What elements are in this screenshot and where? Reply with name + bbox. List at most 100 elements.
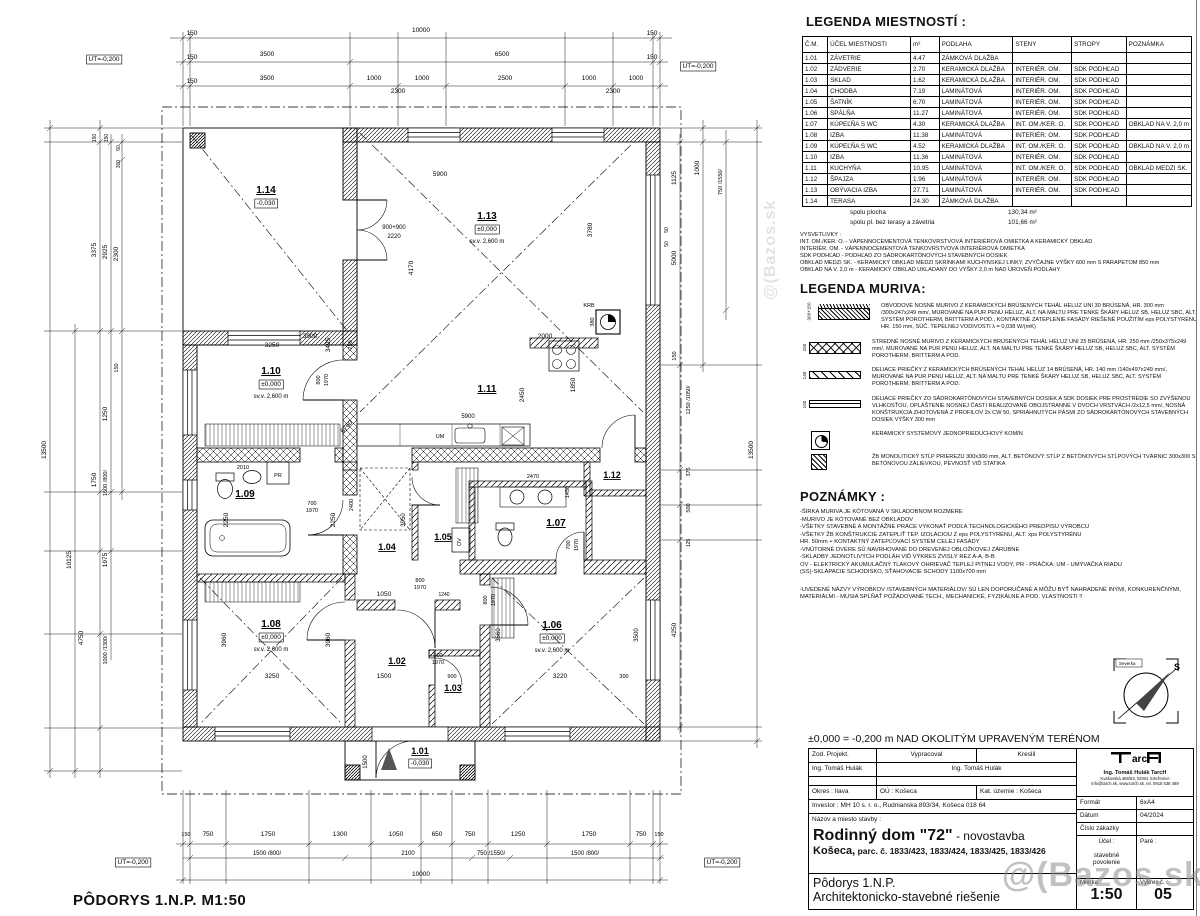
room-name: IZBA [827, 151, 912, 163]
dim-label: 750 [636, 831, 647, 838]
room-legend-title: LEGENDA MIESTNOSTÍ : [806, 14, 967, 29]
room-label-1-02: 1.02 [388, 656, 406, 666]
dim-label: 4170 [408, 260, 415, 275]
dim-label: sv.v. 2,600 m [470, 239, 505, 245]
dim-label: 1050 [377, 591, 392, 598]
dimension-lines [44, 32, 762, 884]
elevation-note: ±0,000 = -0,200 m NAD OKOLITÝM UPRAVENÝM… [808, 733, 1100, 745]
room-number: 1.09 [801, 140, 829, 152]
value-box [408, 758, 432, 769]
okres: Okres : Ilava [809, 786, 877, 799]
room-number: 1.04 [801, 85, 829, 97]
wall-symbol [809, 339, 865, 355]
order-number-label: Číslo zákazky [1077, 823, 1137, 835]
dim-label: 3950 [401, 513, 407, 527]
dim-label: 1250 /1050/ [686, 385, 692, 415]
note-line: -SKLADBY JEDNOTLIVÝCH PODLÁH VIĎ VÝKRES … [800, 554, 995, 561]
wall-legend-title: LEGENDA MURIVA: [800, 281, 926, 296]
room-floor: LAMINÁTOVÁ [938, 129, 1014, 141]
dim-label: 1250 [102, 406, 109, 421]
dim-label: 6500 [495, 51, 510, 58]
room-ceiling: SDK PODHĽAD [1071, 162, 1127, 174]
dim-label: 2300 [113, 246, 120, 261]
sheet-number-label: Výkres č. : [1140, 880, 1169, 886]
dim-label: 3960 [221, 632, 228, 647]
dim-label: sv.v. 2,600 m [254, 647, 289, 653]
dim-label: 150 [187, 78, 198, 85]
dim-label: 3250 [265, 342, 280, 349]
wall-description: ŽB MONOLITICKÝ STĹP PRIEREZU 300x300 mm,… [872, 454, 1196, 468]
interior-wall-250 [196, 344, 647, 575]
wall-legend-item: KERAMICKÝ SYSTÉMOVÝ JEDNOPRIEDUCHOVÝ KOM… [800, 431, 1198, 451]
company-logo: arc [1111, 752, 1161, 765]
col-header: ÚČEL MIESTNOSTI [827, 36, 912, 53]
room-area: 24.30 [910, 195, 940, 207]
dim-label: 1500 /800/ [253, 851, 282, 857]
dim-label: 750 [465, 831, 476, 838]
col-header: STENY [1012, 36, 1073, 53]
room-label-1-09: 1.09 [235, 489, 255, 500]
label-vypracoval: Vypracoval [877, 749, 977, 762]
project-name-label: Názov a miesto stavby : [812, 816, 881, 823]
partition-wall [196, 337, 647, 728]
wall-legend-item: ŽB MONOLITICKÝ STĹP PRIEREZU 300x300 mm,… [800, 454, 1198, 471]
title-block: Zod. Projekt. Vypracoval Kreslil Ing. To… [808, 748, 1194, 910]
dim-label: 1970 [491, 594, 497, 606]
room-area: 2.70 [910, 63, 940, 75]
scale-value: 1:50 [1090, 886, 1123, 903]
dim-label: sv.v. 2,600 m [535, 648, 570, 654]
room-note [1125, 74, 1193, 86]
ut-marker: UT=-0,200 [89, 56, 120, 63]
dim-label: 150 [187, 30, 198, 37]
dim-label: 2400 [349, 499, 355, 511]
dim-label: 1500 /800/ [103, 470, 109, 496]
room-walls: INTERIÉR. OM. [1012, 173, 1073, 185]
drawing-name: Pôdorys 1.N.P. Architektonicko-stavebné … [809, 873, 1076, 909]
room-legend-table: Č.M. ÚČEL MIESTNOSTI m² PODLAHA STENY ST… [801, 36, 1193, 207]
room-walls: INTERIÉR. OM. [1012, 74, 1073, 86]
explanation-line: OBKLAD NA V. 2,0 m - KERAMICKÝ OBKLAD UK… [800, 267, 1061, 274]
place-name: Košeca, [813, 845, 856, 857]
room-name: IZBA [827, 129, 912, 141]
room-ceiling: SDK PODHĽAD [1071, 107, 1127, 119]
dim-label: 50 [664, 241, 670, 247]
room-walls: INT. OM./KER. O. [1012, 118, 1073, 130]
wall-symbol [809, 396, 865, 412]
room-walls: INTERIÉR. OM. [1012, 96, 1073, 108]
dim-label: 800 [316, 375, 322, 384]
room-number: 1.05 [801, 96, 829, 108]
wardrobe [204, 423, 515, 639]
room-floor: KERAMICKÁ DLAŽBA [938, 140, 1014, 152]
ut-marker: UT=-0,200 [707, 859, 738, 866]
elevation-value: ±0,000 [477, 226, 497, 233]
room-ceiling: SDK PODHĽAD [1071, 140, 1127, 152]
room-floor: LAMINÁTOVÁ [938, 184, 1014, 196]
wall-symbol [809, 454, 865, 471]
explanation-line: OBKLAD MEDZI SK. - KERAMICKÝ OBKLAD MEDZ… [800, 260, 1160, 267]
wall-thickness: 100 [802, 400, 807, 408]
room-area: 4.52 [910, 140, 940, 152]
room-note [1125, 85, 1193, 97]
north-label: S [1174, 662, 1180, 672]
explanation-line: INTERIÉR. OM. - VÁPENNOCEMENTOVÁ TENKOVR… [800, 246, 1025, 253]
company-block: arc Ing. Tomáš Hulák TarcH Kvášovská 466… [1077, 749, 1193, 797]
value-box [704, 857, 741, 868]
room-note [1125, 96, 1193, 108]
room-area: 11.38 [910, 129, 940, 141]
dim-label: 2220 [387, 234, 401, 240]
room-floor: LAMINÁTOVÁ [938, 85, 1014, 97]
dim-label: 1000 [582, 75, 597, 82]
room-area: 1.96 [910, 173, 940, 185]
house-name: Rodinný dom "72" [813, 827, 953, 844]
dim-label: 2450 [519, 387, 526, 402]
room-name: KÚPEĽŇA S WC [827, 140, 912, 152]
note-line: HR. 50mm + KONTAKTNÝ ZATEPĽOVACÍ SYSTÉM … [800, 539, 980, 546]
room-label-1-11: 1.11 [478, 384, 497, 395]
bathtub [204, 519, 291, 557]
room-note: OBKLAD NA V. 2,0 m [1125, 140, 1193, 152]
room-label-1-13: 1.13 [477, 211, 497, 222]
room-number: 1.07 [801, 118, 829, 130]
dim-label: 1975 [102, 552, 109, 567]
dim-label: 150 [647, 54, 658, 61]
